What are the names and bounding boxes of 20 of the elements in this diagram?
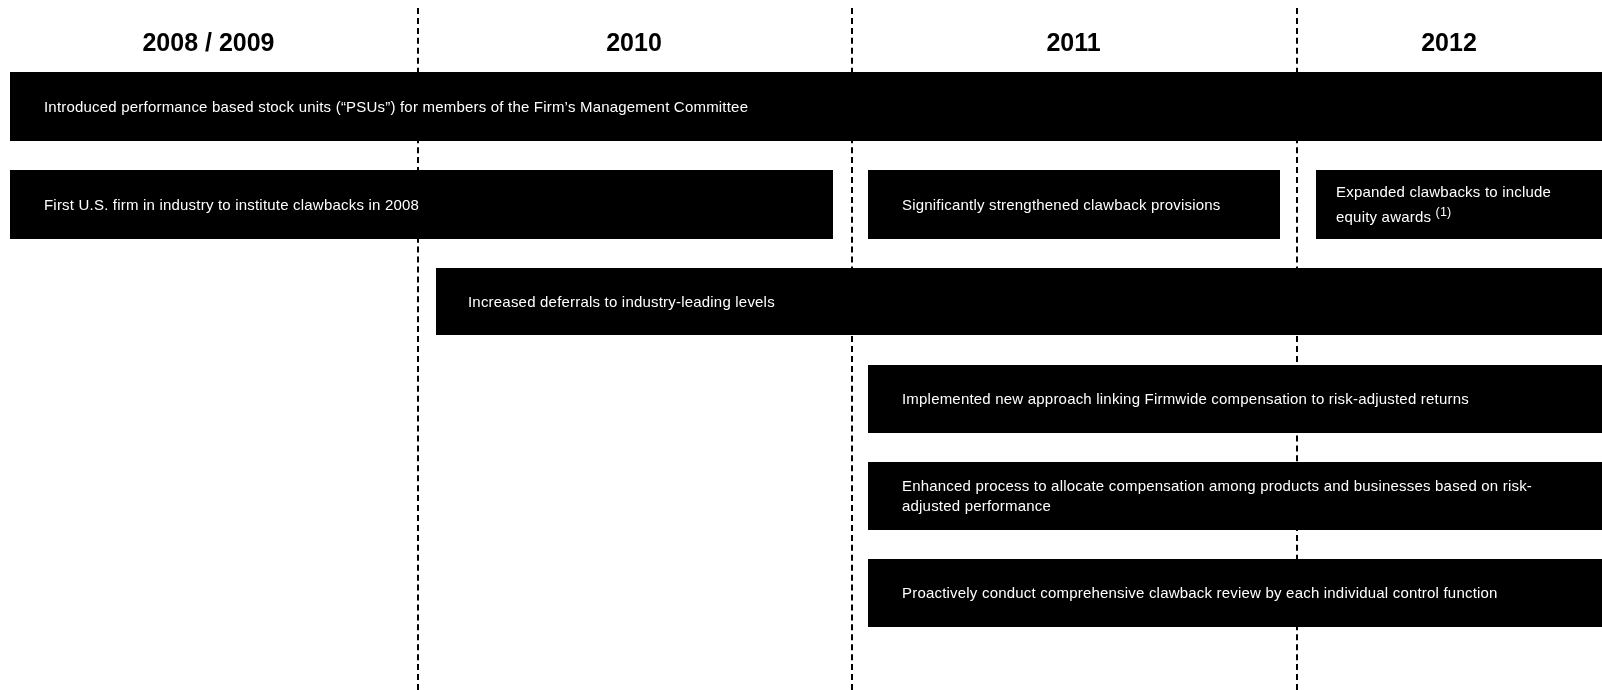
bar-text: Significantly strengthened clawback provisions bbox=[902, 194, 1221, 215]
timeline-bar bbox=[868, 170, 1280, 239]
year-heading: 2010 bbox=[605, 26, 663, 58]
bar-text: Increased deferrals to industry-leading levels bbox=[468, 291, 775, 312]
bar-text: Introduced performance based stock units (“PSUs”) for members of the Firm’s Management Committee bbox=[44, 96, 749, 117]
bar-text: Implemented new approach linking Firmwide compensation to risk-adjusted returns bbox=[902, 389, 1469, 409]
bar-text: Expanded clawbacks to include equity awards $^{(1)}$ bbox=[1336, 182, 1553, 227]
bar-text: Proactively conduct comprehensive clawback review by each individual control function bbox=[902, 583, 1498, 603]
year-heading: 2012 bbox=[1420, 26, 1478, 58]
timeline-bar bbox=[1316, 170, 1602, 239]
bar-text: First U.S. firm in industry to institute clawbacks in 2008 bbox=[44, 194, 420, 215]
bar-text: Enhanced process to allocate compensation among products and businesses based on risk-adjusted performance bbox=[902, 476, 1534, 516]
timeline-bar bbox=[868, 559, 1602, 627]
timeline-bar bbox=[10, 170, 833, 239]
timeline-bar bbox=[10, 72, 1602, 141]
timeline-bar bbox=[868, 365, 1602, 433]
timeline-bar bbox=[436, 268, 1602, 335]
timeline-bar bbox=[868, 462, 1602, 530]
year-heading: 2008 / 2009 bbox=[141, 26, 276, 58]
year-heading: 2011 bbox=[1045, 26, 1102, 58]
